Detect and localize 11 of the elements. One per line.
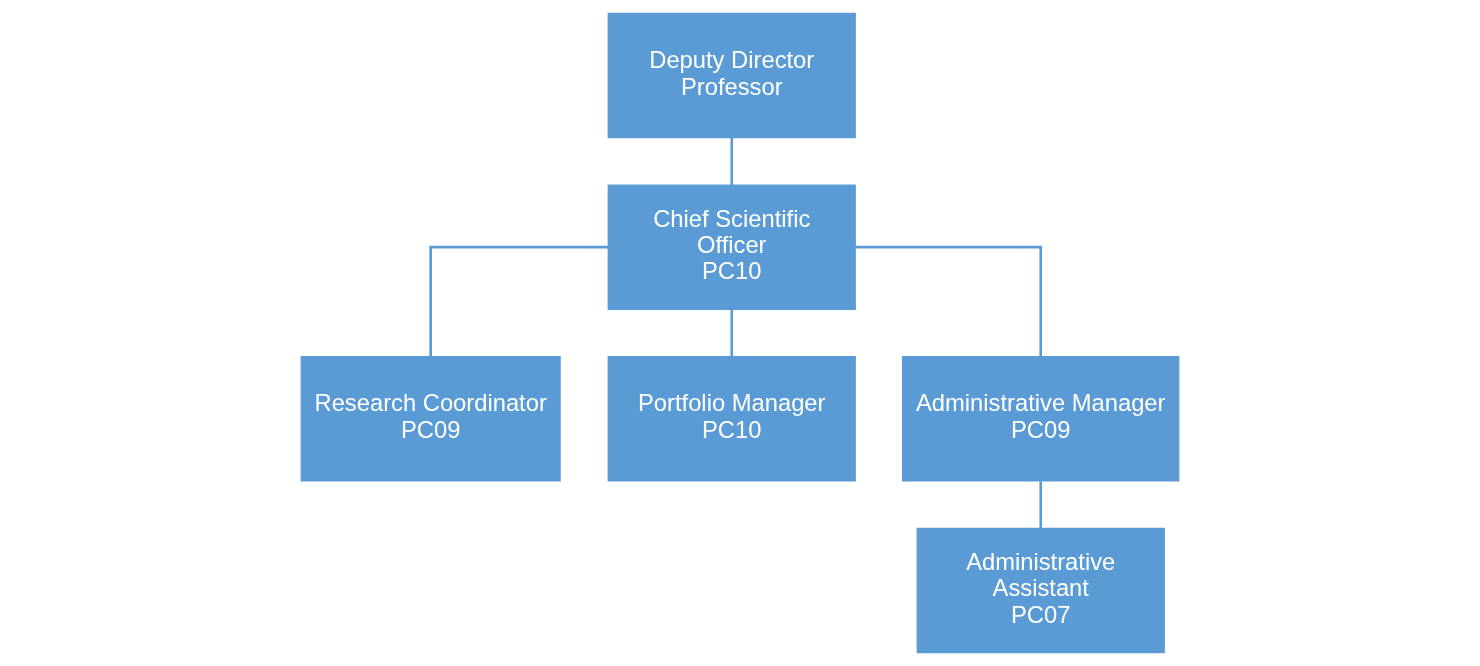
- connector: [855, 245, 1043, 357]
- connector: [730, 309, 734, 357]
- node-box: Administrative Manager PC09: [902, 356, 1180, 482]
- node-box: Research Coordinator PC09: [300, 356, 561, 482]
- connector: [429, 245, 608, 357]
- connector: [730, 137, 734, 186]
- connector: [1039, 481, 1043, 529]
- node-box: Portfolio Manager PC10: [607, 356, 856, 482]
- node-box: Deputy Director Professor: [607, 12, 856, 139]
- node-box: Chief Scientific Officer PC10: [607, 184, 856, 310]
- node-box: Administrative Assistant PC07: [916, 527, 1165, 654]
